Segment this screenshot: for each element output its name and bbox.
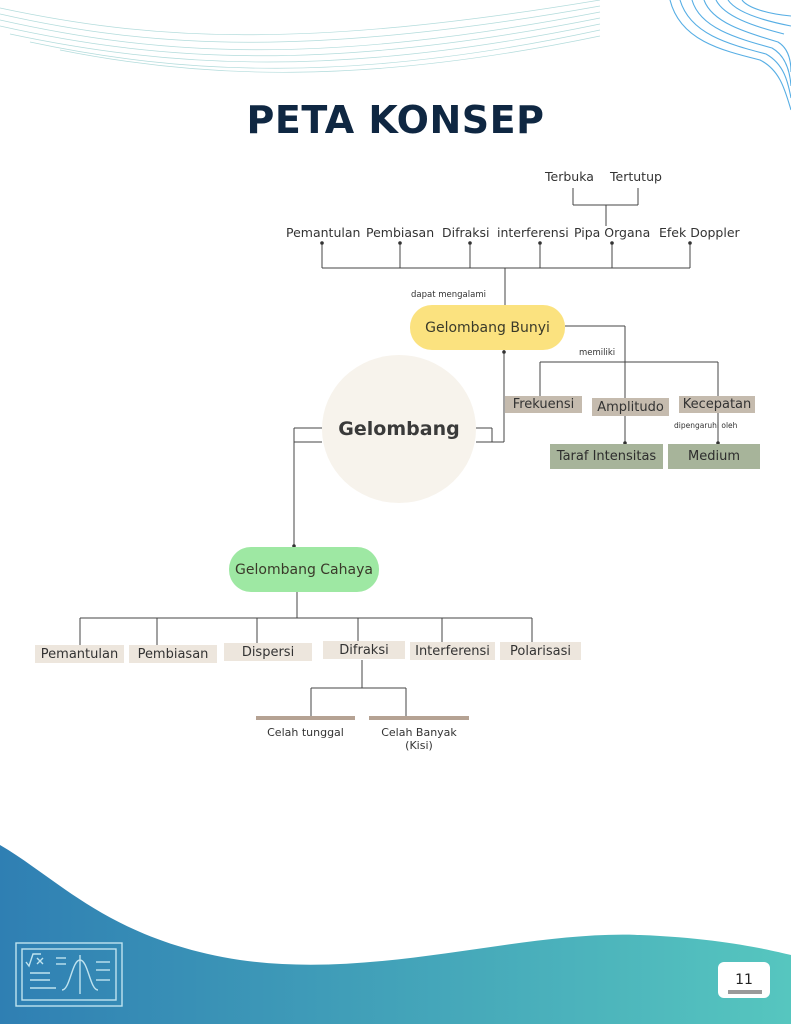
property-amplitudo: Amplitudo	[592, 398, 669, 416]
connector-label-dapat-mengalami: dapat mengalami	[411, 290, 486, 300]
result-medium: Medium	[668, 444, 760, 469]
bunyi-phenomenon-pembiasan: Pembiasan	[366, 225, 435, 240]
cahaya-phenomenon-pemantulan: Pemantulan	[35, 645, 124, 663]
pipa-child-tertutup: Tertutup	[610, 169, 662, 184]
bunyi-phenomenon-pemantulan: Pemantulan	[286, 225, 361, 240]
top-wave-lines	[0, 0, 601, 73]
footer-wave	[0, 845, 791, 1024]
cahaya-phenomenon-polarisasi: Polarisasi	[500, 642, 581, 660]
concept-connectors	[79, 188, 719, 716]
cahaya-phenomenon-interferensi: Interferensi	[410, 642, 495, 660]
cahaya-phenomenon-pembiasan: Pembiasan	[129, 645, 217, 663]
difraksi-child-celah-tunggal: Celah tunggal	[267, 726, 344, 739]
connector-label-dipengaruhi-oleh: dipengaruhi oleh	[674, 421, 738, 430]
celah-banyak-bar	[369, 716, 469, 720]
property-kecepatan: Kecepatan	[679, 396, 755, 413]
gelombang-center-node: Gelombang	[322, 355, 476, 503]
connector-dots	[292, 241, 720, 548]
celah-tunggal-bar	[256, 716, 355, 720]
cahaya-phenomenon-dispersi: Dispersi	[224, 643, 312, 661]
bunyi-phenomenon-difraksi: Difraksi	[442, 225, 490, 240]
connector-label-memiliki: memiliki	[579, 348, 616, 358]
bunyi-phenomenon-efek-doppler: Efek Doppler	[659, 225, 740, 240]
corner-wave-lines	[669, 0, 791, 111]
pipa-child-terbuka: Terbuka	[545, 169, 594, 184]
gelombang-bunyi-node: Gelombang Bunyi	[410, 305, 565, 350]
result-taraf-intensitas: Taraf Intensitas	[550, 444, 663, 469]
page-title: PETA KONSEP	[246, 98, 545, 142]
cahaya-phenomenon-difraksi: Difraksi	[323, 641, 405, 659]
bunyi-phenomenon-interferensi: interferensi	[497, 225, 569, 240]
difraksi-child-celah-banyak: Celah Banyak (Kisi)	[381, 726, 457, 753]
gelombang-cahaya-node: Gelombang Cahaya	[229, 547, 379, 592]
math-board-icon	[15, 942, 123, 1007]
bunyi-phenomenon-pipa-organa: Pipa Organa	[574, 225, 651, 240]
page-number-underline	[728, 990, 762, 994]
property-frekuensi: Frekuensi	[505, 396, 582, 413]
